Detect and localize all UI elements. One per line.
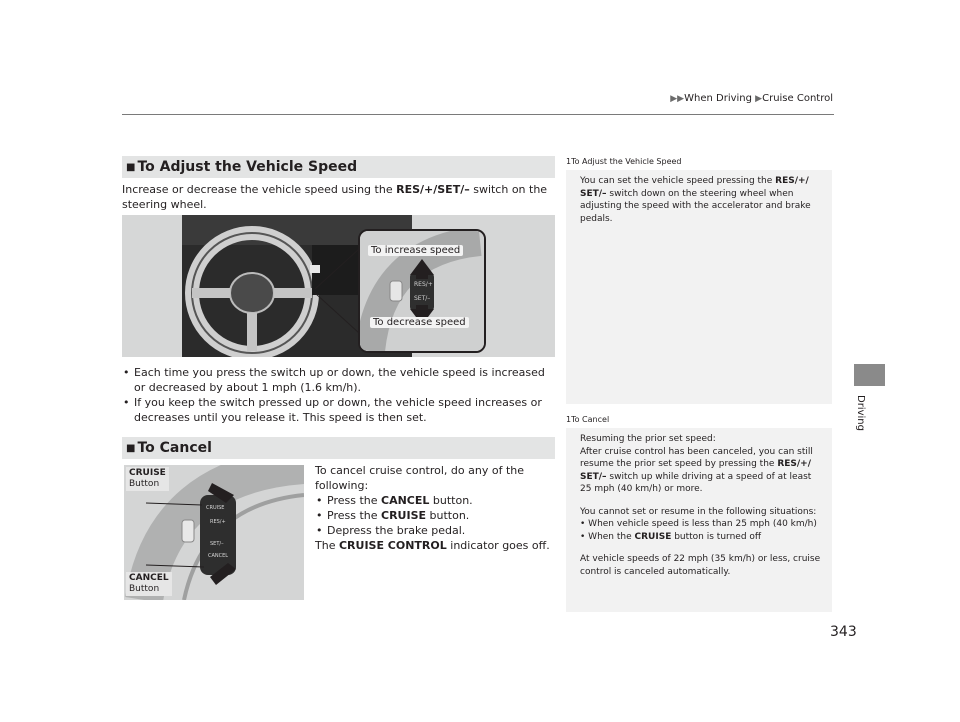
note-box-adjust: You can set the vehicle speed pressing t… <box>566 170 832 404</box>
switch-set-label: SET/– <box>414 295 431 302</box>
note-heading-adjust: 1To Adjust the Vehicle Speed <box>566 157 682 166</box>
page-number: 343 <box>830 624 857 640</box>
list-item: If you keep the switch pressed up or dow… <box>122 395 555 425</box>
header-rule <box>122 114 834 115</box>
adjust-bullet-list: Each time you press the switch up or dow… <box>122 365 555 425</box>
arrow-icon: ▶▶ <box>670 94 685 104</box>
breadcrumb-item-cruise-control[interactable]: Cruise Control <box>762 93 833 104</box>
steering-wheel-figure: RES/+ SET/– To increase speed To decreas… <box>122 215 555 357</box>
list-item: Press the CANCEL button. <box>315 493 555 508</box>
img-set-label: SET/– <box>210 541 224 547</box>
switch-res-label: RES/+ <box>414 281 433 288</box>
list-item: Press the CRUISE button. <box>315 508 555 523</box>
side-tab-marker <box>854 364 885 386</box>
note-box-cancel: Resuming the prior set speed: After crui… <box>566 428 832 612</box>
arrow-icon: ▶ <box>755 94 763 104</box>
breadcrumb-item-when-driving[interactable]: When Driving <box>684 93 752 104</box>
img-res-label: RES/+ <box>210 519 226 525</box>
cancel-intro: To cancel cruise control, do any of the … <box>315 464 524 492</box>
square-bullet-icon: ■ <box>126 162 136 173</box>
img-cancel-label: CANCEL <box>208 553 229 559</box>
callout-increase-speed: To increase speed <box>368 245 464 256</box>
cancel-instructions: To cancel cruise control, do any of the … <box>315 463 555 553</box>
img-cruise-label: CRUISE <box>206 505 225 511</box>
square-bullet-icon: ■ <box>126 443 136 454</box>
cancel-bullet-list: Press the CANCEL button. Press the CRUIS… <box>315 493 555 538</box>
list-item: Each time you press the switch up or dow… <box>122 365 555 395</box>
callout-decrease-speed: To decrease speed <box>370 317 469 328</box>
cancel-indicator-note: The CRUISE CONTROL indicator goes off. <box>315 539 550 552</box>
side-tab-label: Driving <box>855 395 866 431</box>
note-heading-cancel: 1To Cancel <box>566 415 610 424</box>
breadcrumb: ▶▶When Driving ▶Cruise Control <box>500 93 833 104</box>
steering-wheel-illustration <box>122 215 555 357</box>
adjust-intro: Increase or decrease the vehicle speed u… <box>122 183 548 211</box>
list-item: Depress the brake pedal. <box>315 523 555 538</box>
section-heading-cancel: ■To Cancel <box>122 437 555 459</box>
section-heading-adjust: ■To Adjust the Vehicle Speed <box>122 156 555 178</box>
